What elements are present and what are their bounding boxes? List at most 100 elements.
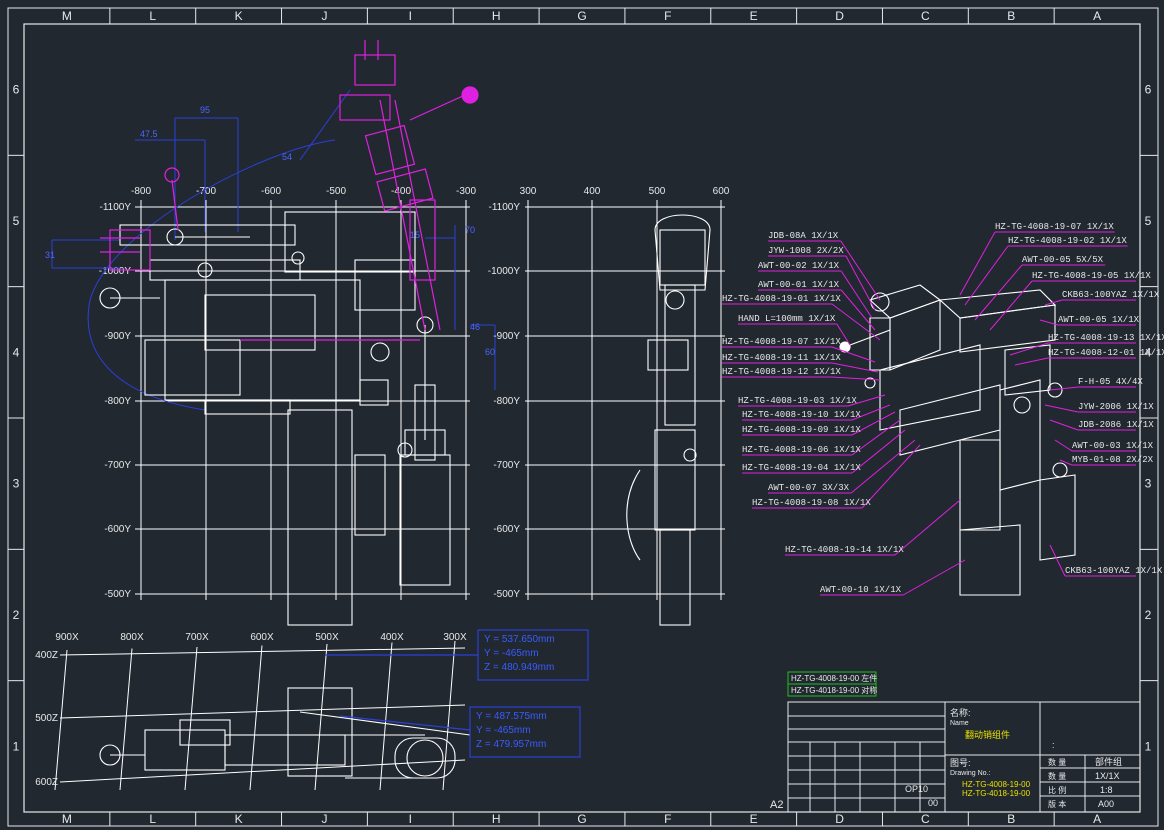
x-tick-label: -700 [196,186,216,197]
dimension-value: 47.5 [140,129,158,139]
callout-label: HAND L=100mm 1X/1X [738,314,836,324]
callout-leader [851,419,901,456]
callout-label: CKB63-100YAZ 1X/1X [1065,566,1163,576]
callout-label: AWT-00-01 1X/1X [758,280,840,290]
callout-leader [1039,319,1059,326]
callout-label: JDB-08A 1X/1X [768,231,839,241]
plan-x-label: 800X [120,632,144,643]
border-col-top-J: J [321,9,327,23]
callout-label: AWT-00-10 1X/1X [820,585,902,595]
plan-grid-v [119,648,133,791]
callout-leader [851,404,891,421]
x-tick-label: 500 [649,186,666,197]
y-tick-label: -500Y [493,589,520,600]
front-view-fixture [99,211,451,626]
callout-leader [831,346,876,363]
border-col-bottom-A: A [1093,812,1101,826]
plan-view-coordinate-boxes [325,629,589,758]
callout-leader [831,376,881,381]
border-col-top-D: D [835,9,844,23]
callout-leader [1059,459,1073,466]
callout-leader [894,499,961,556]
callout-label: HZ-TG-4008-19-11 1X/1X [722,353,841,363]
border-col-top-H: H [492,9,501,23]
quantity-label: 数 量 [1048,757,1066,767]
drawing-border [7,7,1159,827]
y-tick-label: -1100Y [488,202,520,213]
callout-leader [1049,544,1066,577]
x-tick-label: -300 [456,186,476,197]
callout-leader [1049,386,1079,391]
y-tick-label: -1100Y [99,202,131,213]
coord-2-line: Y = 487.575mm [476,711,547,722]
sequence-number: 00 [928,798,938,808]
border-col-bottom-E: E [750,812,758,826]
y-tick-label: -700Y [104,460,131,471]
border-col-bottom-I: I [409,812,412,826]
dimension-value: 46 [470,322,480,332]
callout-label: HZ-TG-4008-19-08 1X/1X [752,498,871,508]
callout-leaders [722,231,1136,596]
callout-label: AWT-00-03 1X/1X [1072,441,1154,451]
border-col-bottom-F: F [664,812,671,826]
callout-leader [1044,299,1063,306]
callout-label: HZ-TG-4008-19-05 1X/1X [1032,271,1151,281]
plan-x-label: 500X [315,632,339,643]
y-tick-label: -600Y [104,524,131,535]
x-tick-label: 300 [520,186,537,197]
front-view-axis-labels: -800-700-600-500-400-300-1100Y-1000Y-900… [99,186,477,600]
callout-leader [964,245,1009,306]
callout-leader [1009,342,1049,356]
border-col-bottom-H: H [492,812,501,826]
border-col-top-I: I [409,9,412,23]
border-row-right-6: 6 [1145,83,1152,97]
dimension-value: 95 [200,105,210,115]
border-row-right-5: 5 [1145,214,1152,228]
sheet-size: A2 [770,799,783,811]
part-ref-1: HZ-TG-4008-19-00 左件 [791,673,877,683]
border-row-right-3: 3 [1145,477,1152,491]
plan-x-label: 600X [250,632,274,643]
callout-label: HZ-TG-4008-19-14 1X/1X [785,545,904,555]
scale-label: 比 例 [1048,785,1066,795]
callout-label: JYW-1008 2X/2X [768,246,844,256]
front-view-open-clamp [100,40,479,341]
callout-leader [1049,419,1079,431]
y-tick-label: -900Y [493,331,520,342]
callout-leader [974,264,1023,321]
assembly-name: 翻动销组件 [965,729,1010,740]
border-col-top-G: G [577,9,586,23]
plan-z-label: 600Z [35,777,58,788]
plan-grid-h [59,647,466,656]
drawing-label-en: Drawing No.: [950,770,991,777]
x-tick-label: 400 [584,186,601,197]
callout-label: HZ-TG-4008-19-07 1X/1X [995,222,1114,232]
border-col-top-C: C [921,9,930,23]
callout-label: AWT-00-05 1X/1X [1058,315,1140,325]
y-tick-label: -1000Y [488,266,521,277]
quantity-label-2: 数 量 [1048,771,1066,781]
callout-leader [1054,439,1073,452]
callout-label: HZ-TG-4008-19-01 1X/1X [722,294,841,304]
callout-label: CKB63-100YAZ 1X/1X [1062,290,1160,300]
callout-leader [840,270,873,319]
callout-leader [845,255,876,311]
callout-leader [831,362,879,373]
border-row-left-5: 5 [13,214,20,228]
border-row-right-4: 4 [1145,345,1152,359]
side-view-fixture [626,214,711,626]
border-col-top-K: K [235,9,243,23]
border-col-top-E: E [750,9,758,23]
border-row-left-4: 4 [13,345,20,359]
plan-grid-v [314,643,328,791]
drawing-number-2: HZ-TG-4018-19-00 [962,789,1031,798]
callout-label: HZ-TG-4008-19-03 1X/1X [738,396,857,406]
border-col-top-L: L [149,9,156,23]
border-col-bottom-B: B [1007,812,1015,826]
